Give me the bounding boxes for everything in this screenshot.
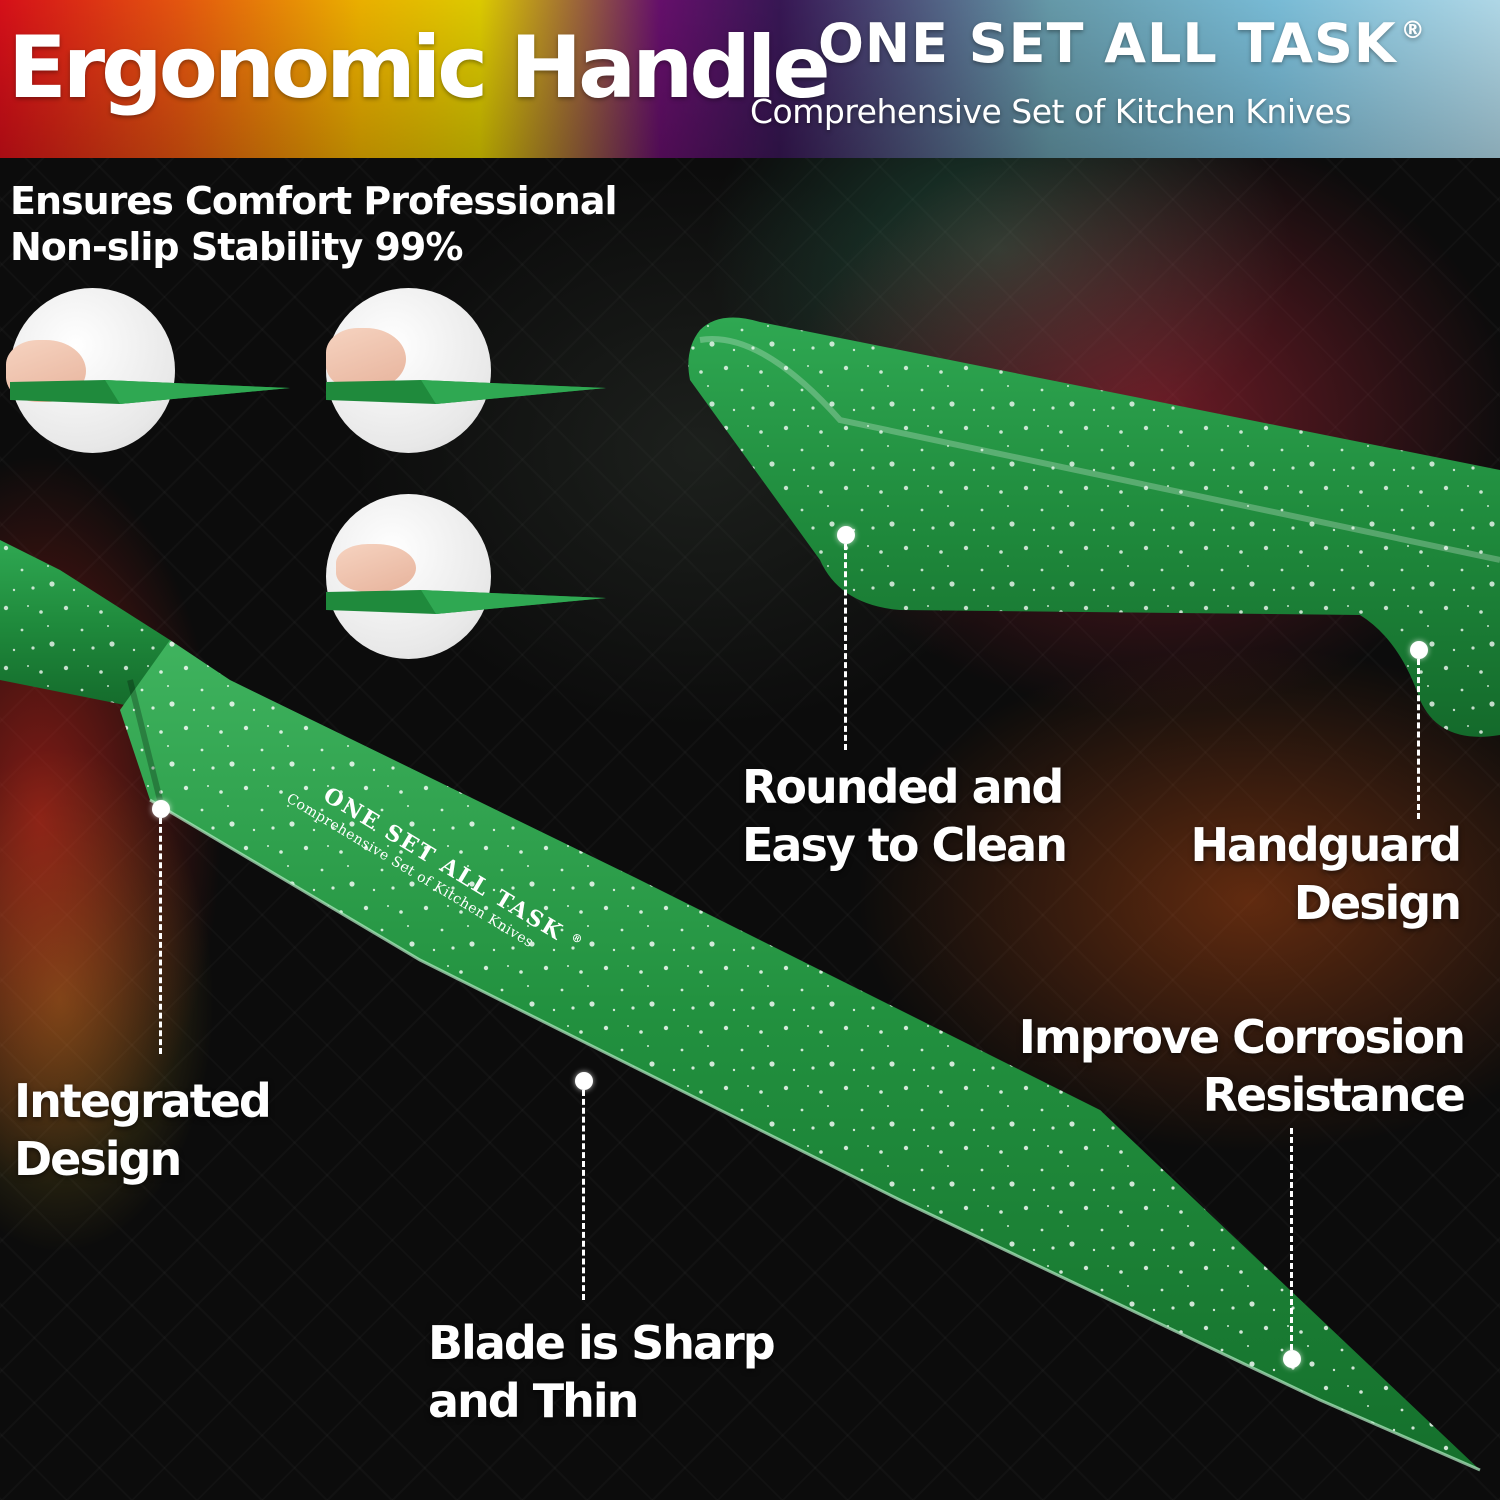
- mini-knife-image: [10, 380, 290, 404]
- callout-dot-integrated: [152, 800, 170, 818]
- callout-rounded-line-1: Rounded and: [742, 760, 1064, 814]
- callout-handguard-line-1: Handguard: [1190, 818, 1462, 872]
- intro-line-1: Ensures Comfort Professional: [10, 179, 617, 223]
- rainbow-header-banner: [0, 0, 1500, 158]
- headline: Ergonomic Handle: [8, 18, 831, 118]
- hand-image: [336, 544, 416, 592]
- callout-dot-corrosion: [1283, 1350, 1301, 1368]
- hand-image: [326, 328, 406, 390]
- callout-integrated-line-1: Integrated: [14, 1074, 272, 1128]
- callout-blade-line-2: and Thin: [428, 1374, 639, 1428]
- grip-photo-2: [326, 288, 606, 453]
- callout-integrated: Integrated Design: [14, 1072, 272, 1188]
- callout-rounded: Rounded and Easy to Clean: [742, 758, 1068, 874]
- main-knife: [0, 540, 1481, 1472]
- callout-handguard-line-2: Design: [1293, 876, 1462, 930]
- mini-knife-image: [326, 590, 606, 614]
- callout-blade: Blade is Sharp and Thin: [428, 1314, 776, 1430]
- brand-tagline: Comprehensive Set of Kitchen Knives: [750, 92, 1352, 131]
- callout-handguard: Handguard Design: [1160, 816, 1462, 932]
- intro-text: Ensures Comfort Professional Non-slip St…: [10, 178, 617, 270]
- callout-rounded-line-2: Easy to Clean: [742, 818, 1068, 872]
- brand-name: ONE SET ALL TASK®: [818, 12, 1426, 75]
- callout-dot-handguard: [1410, 641, 1428, 659]
- grip-photo-3: [326, 494, 606, 659]
- callout-dot-blade: [575, 1072, 593, 1090]
- callout-dot-rounded: [837, 526, 855, 544]
- callout-corrosion: Improve Corrosion Resistance: [1000, 1008, 1466, 1124]
- grip-photo-1: [6, 288, 290, 453]
- intro-line-2: Non-slip Stability 99%: [10, 225, 463, 269]
- mini-knife-image: [326, 380, 606, 404]
- callout-leader-handguard: [1417, 659, 1420, 819]
- callout-leader-corrosion: [1290, 1128, 1293, 1350]
- registered-mark: ®: [1400, 16, 1426, 44]
- callout-integrated-line-2: Design: [14, 1132, 182, 1186]
- callout-corrosion-line-1: Improve Corrosion: [1018, 1010, 1466, 1064]
- callout-leader-integrated: [159, 818, 162, 1054]
- callout-blade-line-1: Blade is Sharp: [428, 1316, 776, 1370]
- brand-name-text: ONE SET ALL TASK: [818, 12, 1397, 75]
- callout-leader-rounded: [844, 544, 847, 750]
- handle-closeup: [688, 317, 1500, 737]
- callout-corrosion-line-2: Resistance: [1202, 1068, 1466, 1122]
- callout-leader-blade: [582, 1090, 585, 1300]
